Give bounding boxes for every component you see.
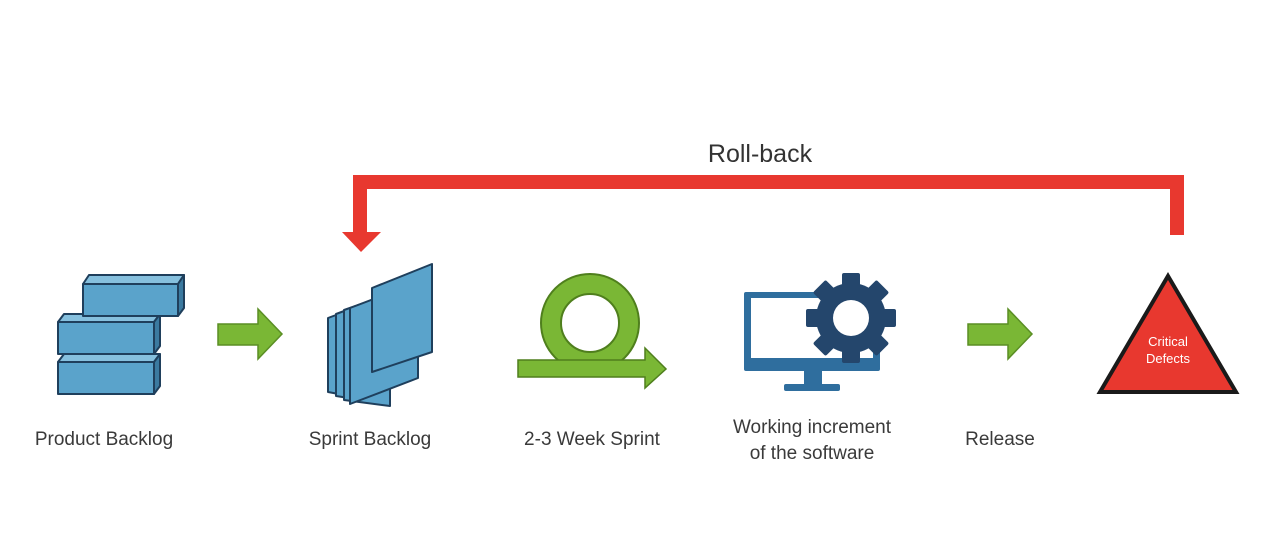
- working-increment-line1: Working increment: [732, 417, 892, 438]
- sprint-backlog-label: Sprint Backlog: [308, 429, 432, 450]
- sprint-loop-icon: [517, 273, 668, 390]
- sprint-backlog-icon: [327, 263, 433, 407]
- week-sprint-label: 2-3 Week Sprint: [524, 429, 660, 450]
- critical-defects-label: Critical Defects: [1118, 333, 1218, 367]
- working-increment-line2: of the software: [749, 443, 875, 464]
- rollback-label: Roll-back: [707, 140, 813, 168]
- flow-arrow-1: [217, 307, 284, 361]
- critical-defects-line2: Defects: [1145, 351, 1191, 366]
- critical-defects-triangle: [1096, 272, 1240, 394]
- monitor-gear-icon: [744, 273, 896, 391]
- rollback-arrow: [342, 175, 1184, 252]
- flow-arrow-2: [967, 307, 1034, 361]
- product-backlog-label: Product Backlog: [34, 429, 174, 450]
- critical-defects-line1: Critical: [1148, 334, 1188, 349]
- release-label: Release: [965, 429, 1035, 450]
- working-increment-label: Working increment of the software: [712, 415, 912, 467]
- product-backlog-icon: [57, 274, 185, 395]
